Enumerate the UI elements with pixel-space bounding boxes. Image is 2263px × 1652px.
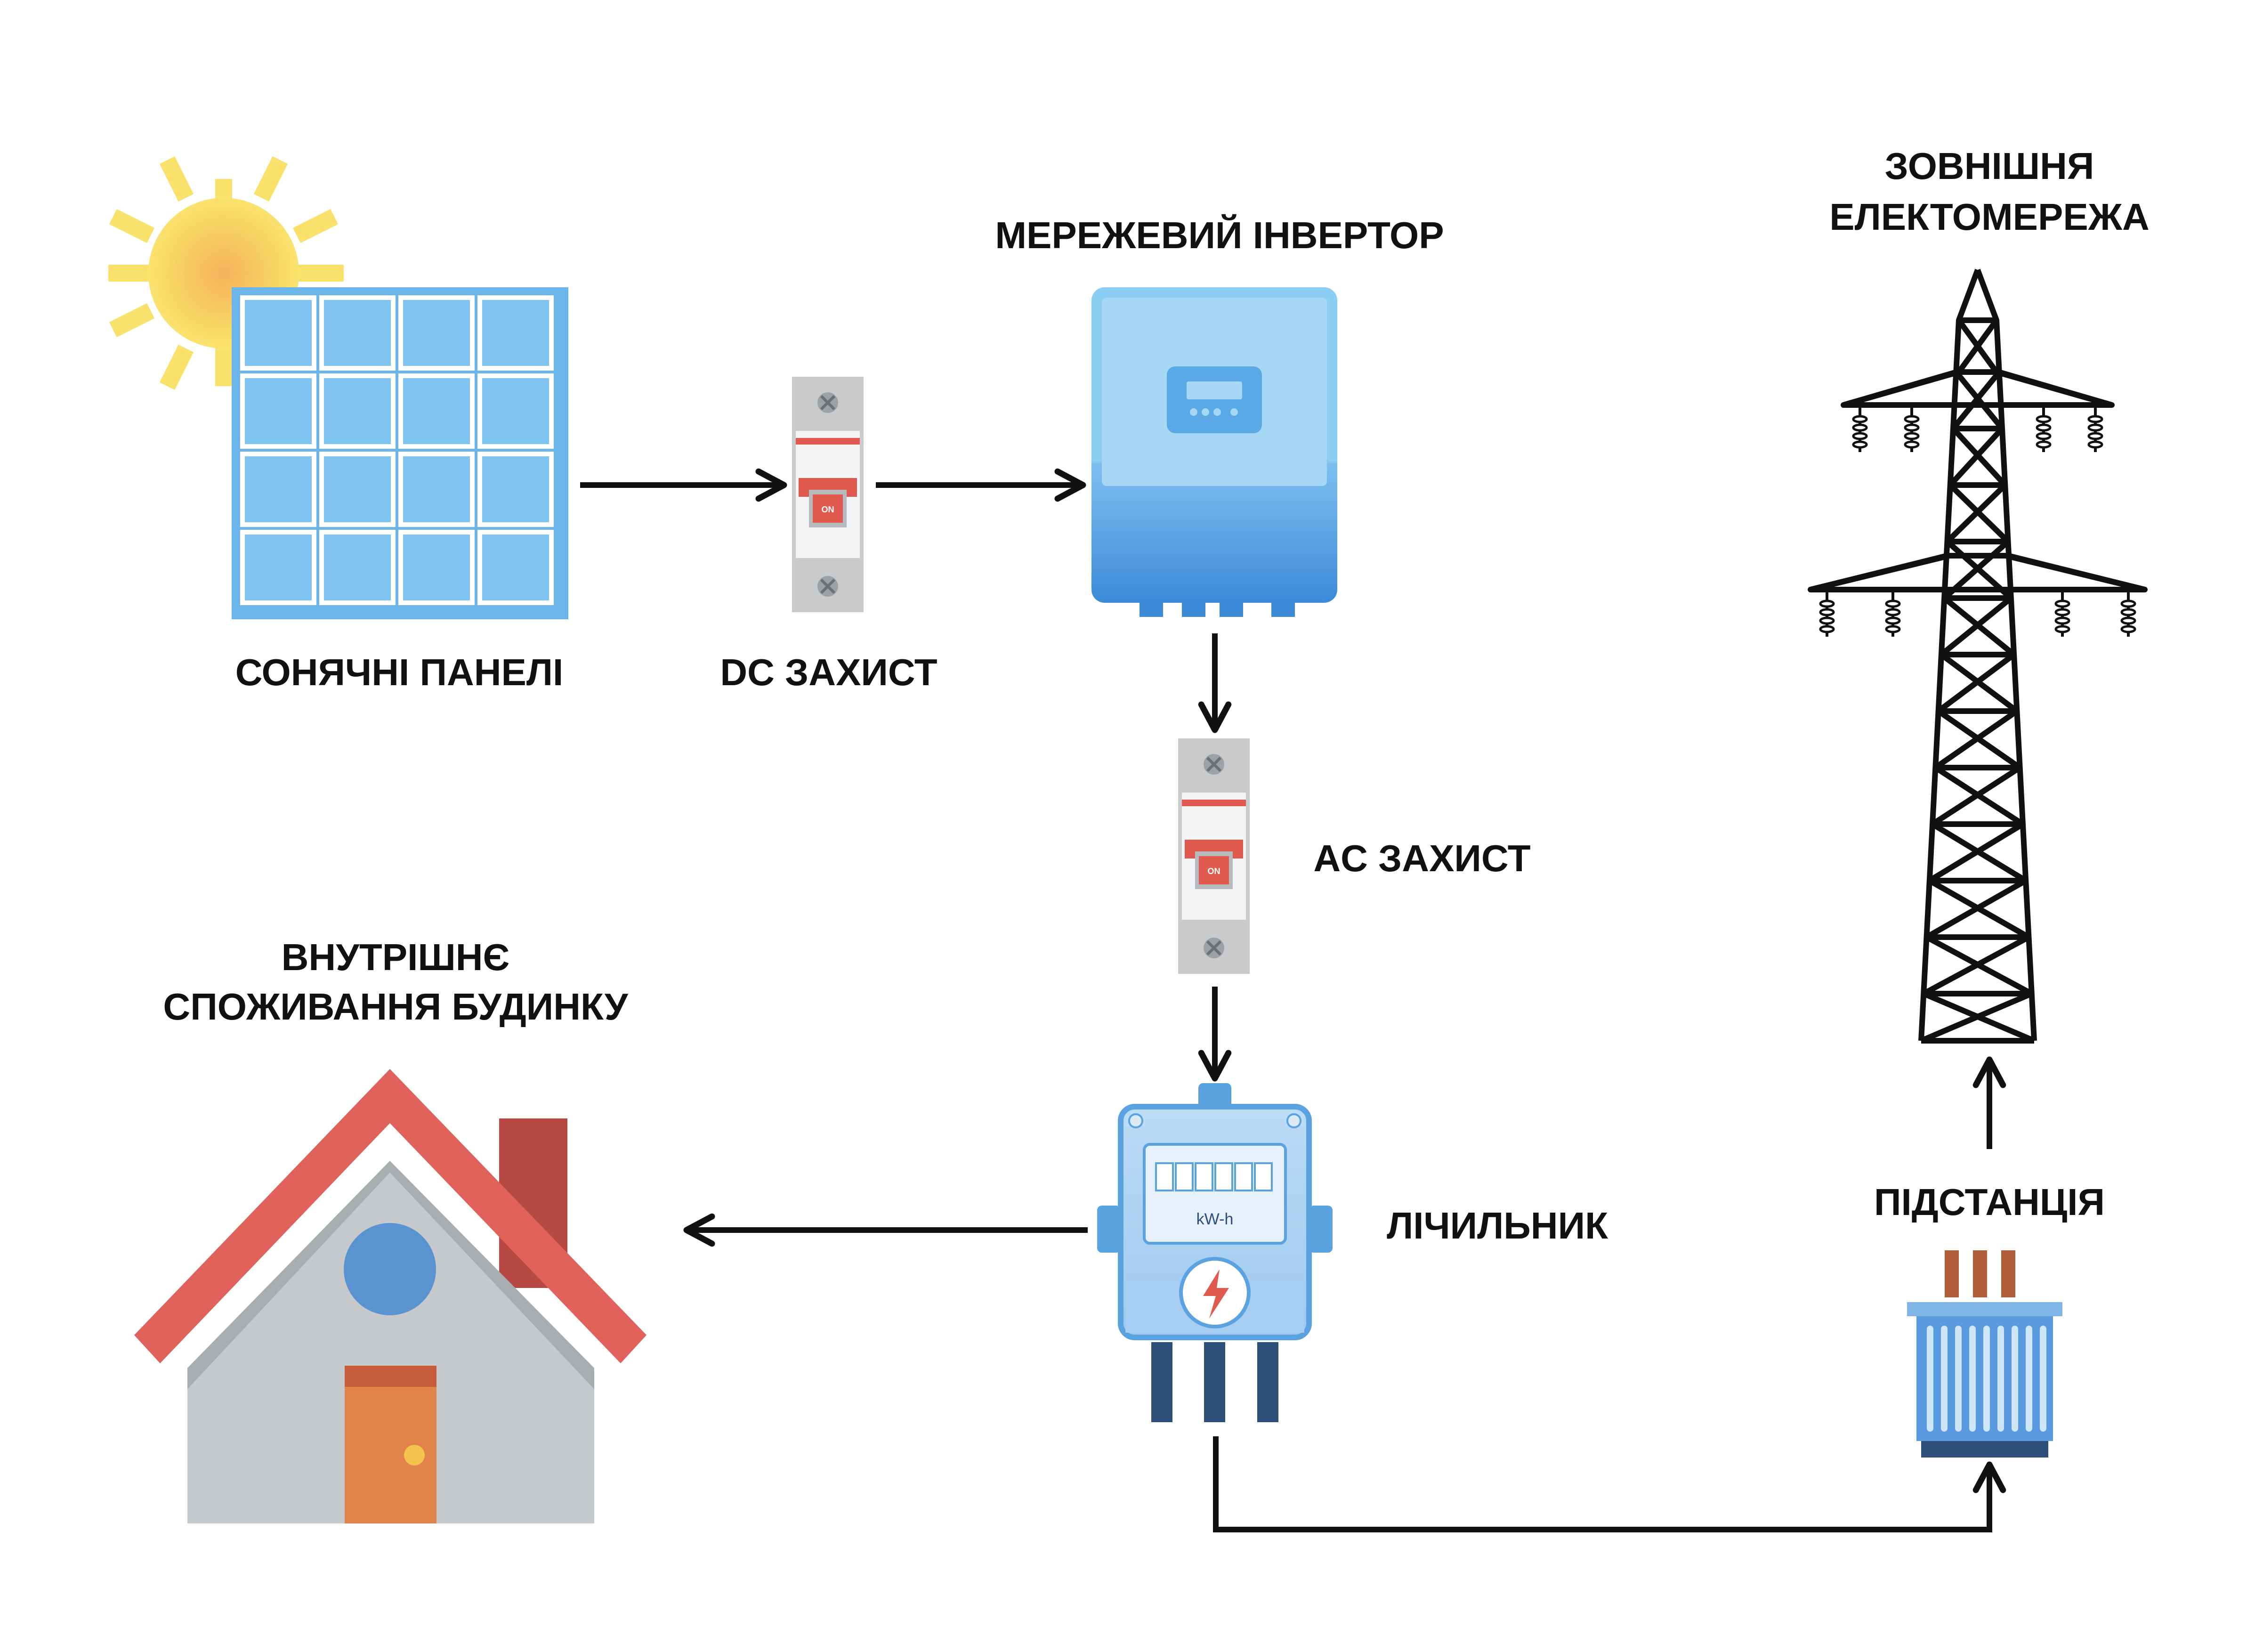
solar-panel-icon [232,287,568,619]
solar-cell [240,452,316,527]
dc-breaker-icon: ON [792,377,864,612]
meter-digit-cell [1254,1162,1273,1191]
flow-arrows [580,468,2006,1532]
grid-label-line2: ЕЛЕКТОМЕРЕЖА [1829,196,2150,238]
insulator-icon [1904,405,1920,452]
inverter-connectors [1140,603,1295,617]
transformer-fin [2040,1326,2046,1432]
transformer-fin [1941,1326,1948,1432]
solar-cell [398,452,475,527]
screw-icon [817,576,838,597]
grid-label-line1: ЗОВНІШНЯ [1885,145,2094,187]
transformer-fin [1997,1326,2004,1432]
solar-cell [398,530,475,605]
meter-digit-cell [1214,1162,1233,1191]
meter-digit-cells [1155,1162,1273,1191]
solar-panels-label: СОНЯЧНІ ПАНЕЛІ [235,651,563,693]
solar-cell [319,295,396,371]
inverter-icon [1091,287,1337,617]
insulator-icon [1819,590,1835,637]
ac-breaker-on-label: ON [1208,866,1220,876]
screw-icon [1204,938,1224,958]
meter-digit-cell [1175,1162,1194,1191]
screw-icon [1204,754,1224,775]
dc-protection-label: DC ЗАХИСТ [720,651,937,693]
solar-cell [319,530,396,605]
transformer-fin [2012,1326,2018,1432]
transformer-fin [1983,1326,1990,1432]
insulator-icon [1885,590,1901,637]
solar-panel-cells [240,295,554,605]
meter-digit-cell [1155,1162,1174,1191]
arrow-meter-to-substation [1213,1436,2006,1532]
transformer-fin [1969,1326,1976,1432]
insulator-icon [2120,590,2136,637]
inverter-label: МЕРЕЖЕВИЙ ІНВЕРТОР [995,214,1444,256]
solar-cell [477,295,554,371]
solar-cell [240,295,316,371]
transformer-bushings [1945,1250,2015,1297]
solar-cell [240,373,316,449]
transformer-icon [1907,1250,2062,1458]
ac-protection-label: AC ЗАХИСТ [1313,837,1530,879]
meter-unit-label: kW-h [1196,1210,1234,1228]
meter-terminals [1151,1342,1278,1422]
inverter-display-dots [1190,408,1238,416]
solar-cell [477,373,554,449]
solar-cell [398,295,475,371]
transformer-fin [2026,1326,2032,1432]
insulator-icon [1852,405,1868,452]
meter-digit-cell [1195,1162,1213,1191]
house-icon [134,1069,647,1523]
roof [134,1069,647,1363]
round-window [344,1223,436,1315]
dc-breaker-on-label: ON [822,505,834,514]
solar-cell [319,452,396,527]
solar-cell [477,530,554,605]
solar-cell [319,373,396,449]
insulator-icon [2054,590,2070,637]
meter-digit-cell [1234,1162,1253,1191]
transformer-fin [1927,1326,1933,1432]
substation-label: ПІДСТАНЦІЯ [1874,1181,2105,1223]
transformer-fin [1955,1326,1962,1432]
insulator-icon [2087,405,2103,452]
transmission-tower-icon [1808,268,2148,1044]
meter-label: ЛІЧИЛЬНИК [1387,1205,1608,1247]
electric-meter-icon: kW-h [1097,1083,1333,1422]
house-label-line1: ВНУТРІШНЄ [282,936,510,978]
screw-icon [817,392,838,413]
door [345,1366,436,1523]
solar-cell [477,452,554,527]
solar-cell [240,530,316,605]
solar-cell [398,373,475,449]
insulator-icon [2036,405,2052,452]
house-label-line2: СПОЖИВАННЯ БУДИНКУ [163,986,628,1028]
ac-breaker-icon: ON [1178,738,1250,974]
